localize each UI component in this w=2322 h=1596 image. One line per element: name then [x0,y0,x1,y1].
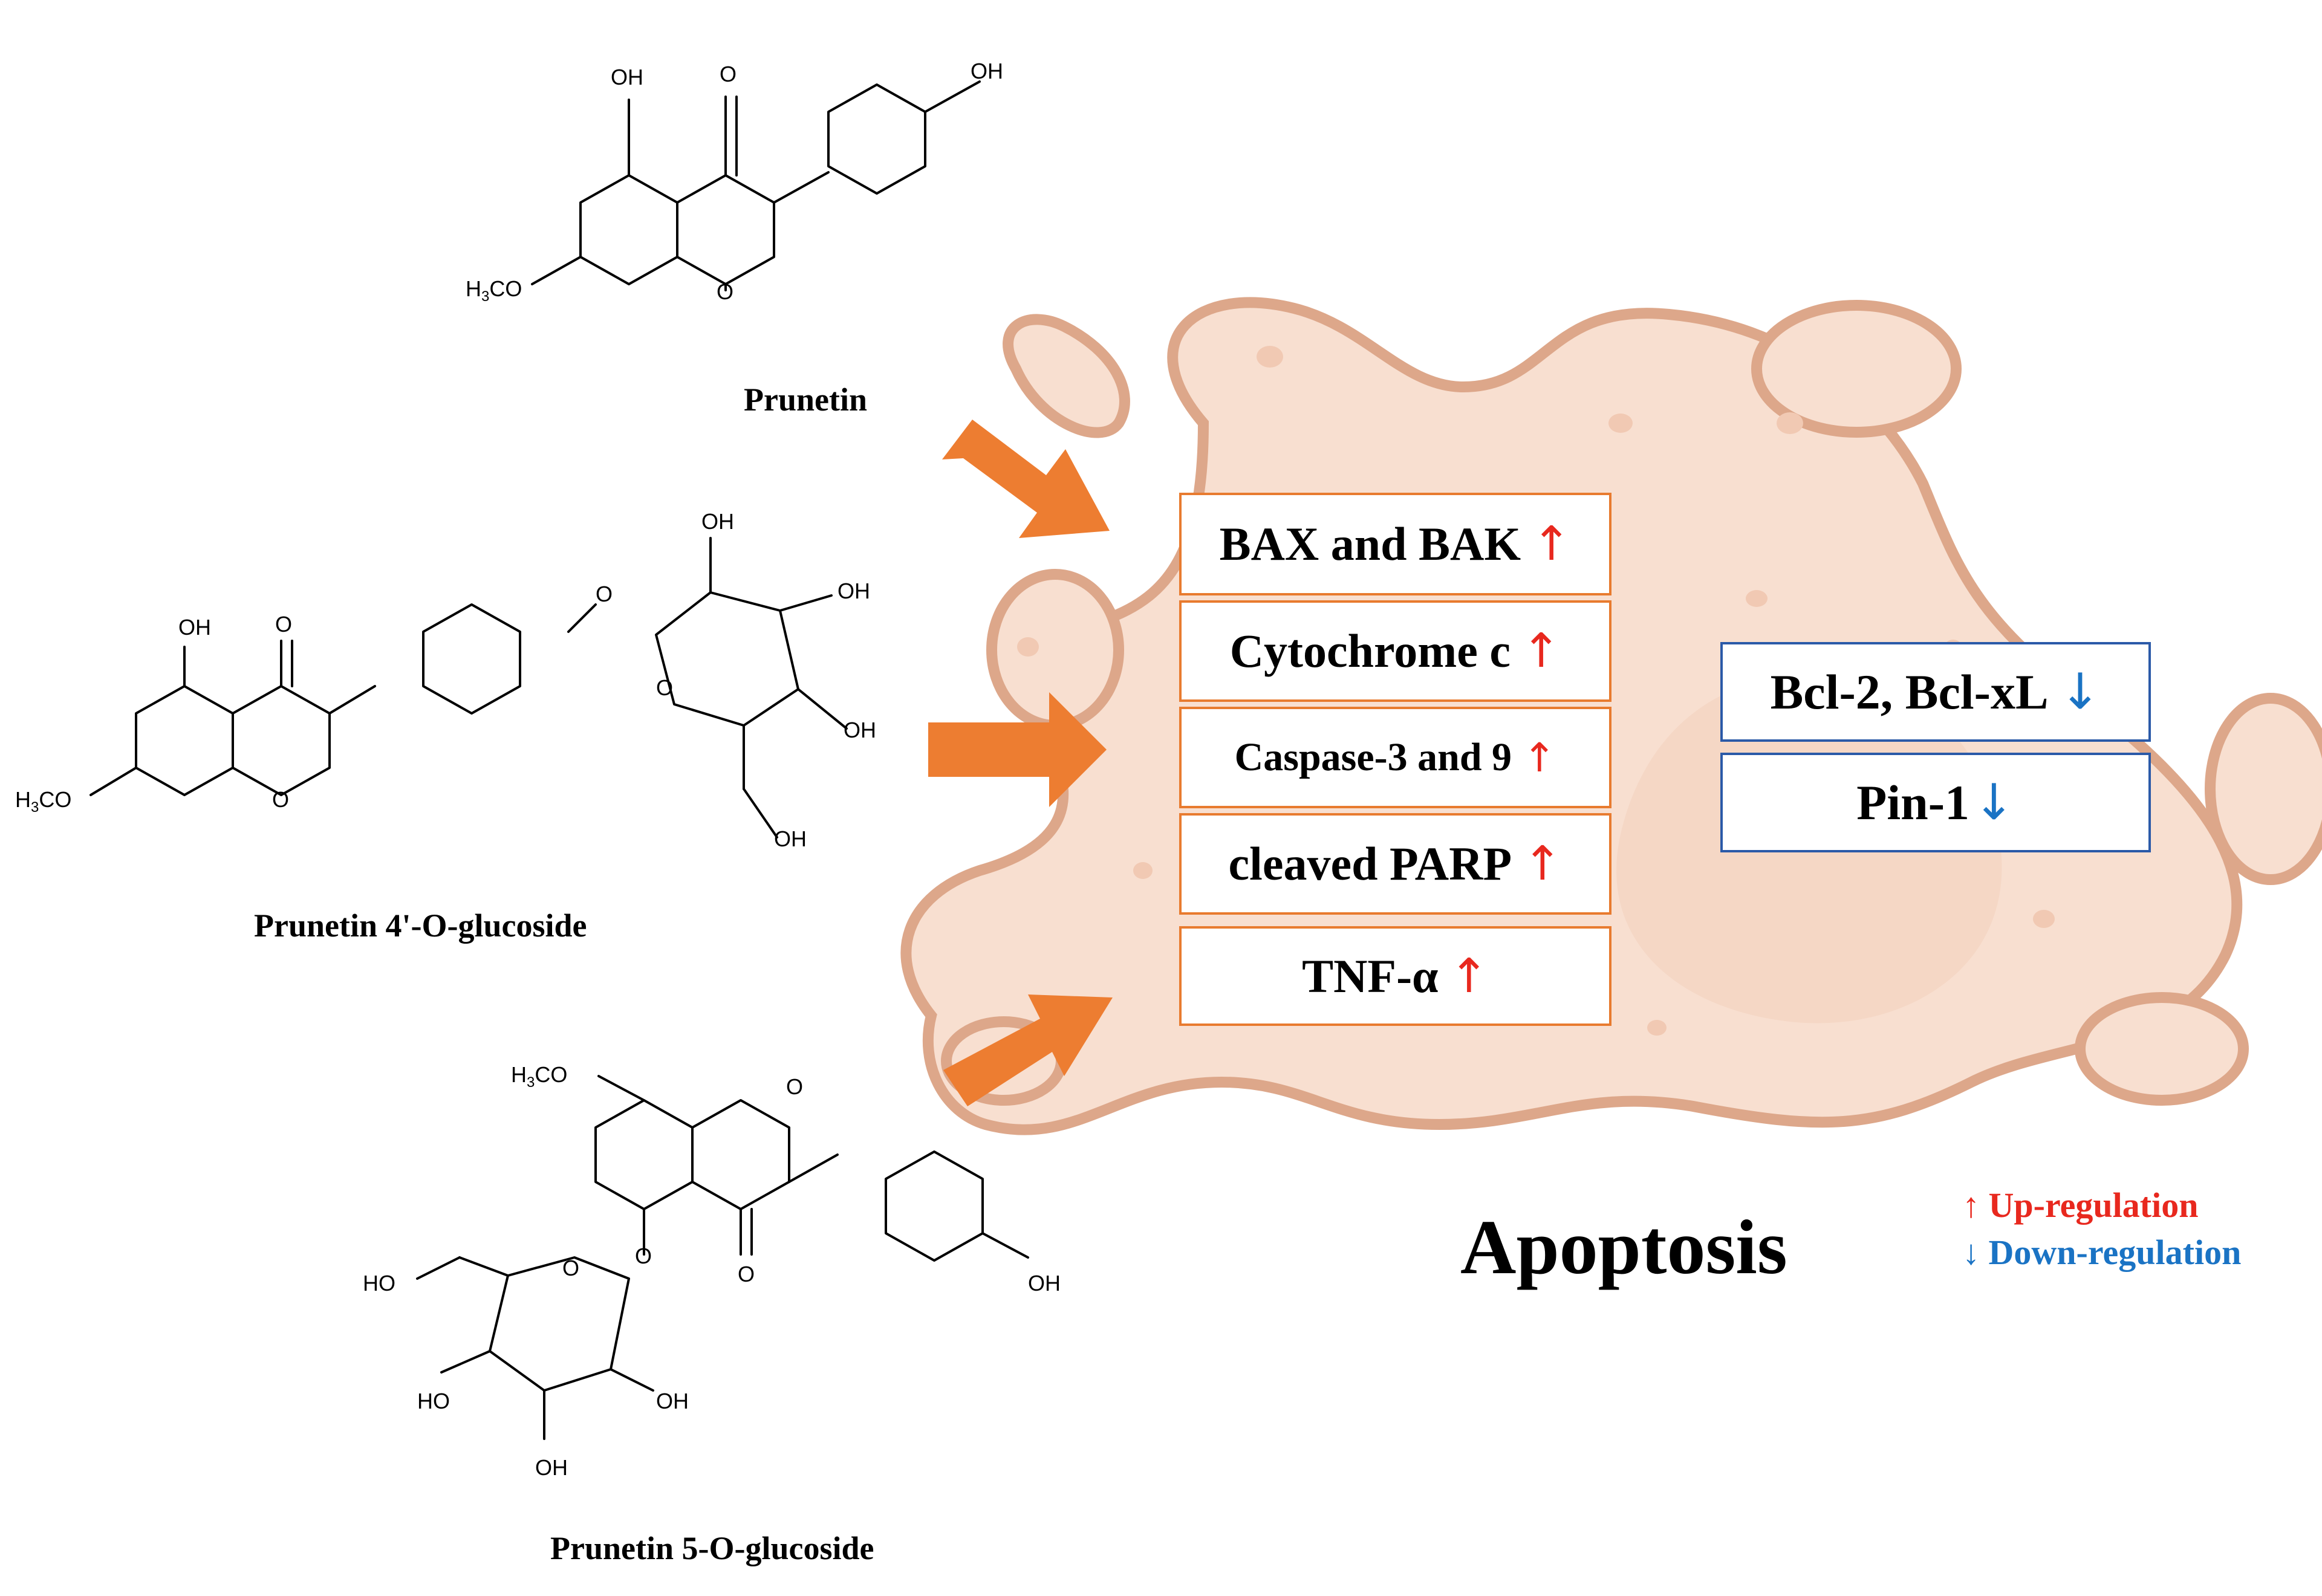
marker-label: cleaved PARP [1228,837,1512,890]
legend-down-text: Down-regulation [1988,1233,2242,1272]
up-arrow-icon: ↑ [1532,517,1572,571]
marker-label: Bcl-2, Bcl-xL [1770,664,2049,719]
up-arrow-icon: ↑ [1449,949,1489,1004]
svg-text:O: O [562,1256,579,1280]
marker-label: Caspase-3 and 9 [1234,735,1512,779]
svg-text:OH: OH [701,509,734,534]
svg-text:O: O [720,62,737,86]
up-arrow-icon: ↑ [1521,624,1561,678]
legend-down: ↓ Down-regulation [1962,1232,2241,1273]
svg-text:O: O [275,612,292,637]
svg-text:OH: OH [656,1389,689,1413]
up-arrow-icon: ↑ [1962,1186,1980,1225]
marker-label: Cytochrome c [1229,624,1511,677]
down-arrow-icon: ↓ [1973,774,2015,831]
cell-bleb-top-left [1003,314,1130,438]
marker-pin1: Pin-1↓ [1720,753,2151,852]
arrow-prunetin-4-glucoside [928,692,1107,807]
legend-up: ↑ Up-regulation [1962,1185,2198,1225]
svg-text:OH: OH [178,615,211,640]
svg-text:O: O [738,1262,755,1286]
svg-text:O: O [635,1244,652,1268]
structure-prunetin-4-glucoside: OH O O OH OH OH OH O O H3CO [15,509,876,851]
marker-label: BAX and BAK [1219,517,1521,570]
marker-bax-bak: BAX and BAK↑ [1179,493,1611,595]
cell-bleb-bottom-right [2075,992,2249,1106]
svg-text:OH: OH [971,59,1003,83]
up-arrow-icon: ↑ [1523,734,1556,781]
label-prunetin-5-glucoside: Prunetin 5-O-glucoside [550,1530,874,1566]
marker-tnf-alpha: TNF-α↑ [1179,926,1611,1026]
svg-text:H3CO: H3CO [15,787,71,816]
svg-text:OH: OH [774,826,807,851]
arrow-prunetin-5-glucoside [943,994,1113,1106]
marker-cleaved-parp: cleaved PARP↑ [1179,813,1611,915]
cell-bleb-top-right [1751,300,1962,438]
svg-text:O: O [272,787,289,812]
svg-text:H3CO: H3CO [466,276,522,305]
marker-label: Pin-1 [1856,774,1970,830]
cell-bleb-right [2205,693,2322,885]
marker-caspase: Caspase-3 and 9↑ [1179,707,1611,808]
marker-bcl2-bclxl: Bcl-2, Bcl-xL↓ [1720,642,2151,742]
marker-cytochrome-c: Cytochrome c↑ [1179,600,1611,702]
svg-text:HO: HO [363,1271,395,1296]
svg-text:O: O [717,279,733,304]
label-prunetin-4-glucoside: Prunetin 4'-O-glucoside [254,907,587,944]
marker-label: TNF-α [1302,949,1439,1002]
svg-text:HO: HO [417,1389,450,1413]
svg-text:O: O [786,1074,803,1099]
arrow-prunetin [942,420,1110,538]
down-arrow-icon: ↓ [1962,1233,1980,1272]
legend-up-text: Up-regulation [1988,1186,2199,1225]
down-arrow-icon: ↓ [2059,663,2101,721]
svg-text:H3CO: H3CO [511,1062,567,1091]
svg-text:OH: OH [611,65,643,89]
svg-text:O: O [596,582,613,606]
structure-prunetin-5-glucoside: H3CO O O O OH HO HO OH OH O [363,1062,1061,1480]
outcome-title: Apoptosis [1460,1204,1787,1290]
svg-text:OH: OH [837,579,870,603]
structure-prunetin: OH O OH O H3CO [466,59,1003,305]
svg-text:OH: OH [535,1455,568,1480]
svg-text:O: O [656,675,673,700]
svg-text:OH: OH [844,718,876,742]
up-arrow-icon: ↑ [1523,837,1563,891]
label-prunetin: Prunetin [744,381,868,418]
svg-text:OH: OH [1028,1271,1061,1296]
